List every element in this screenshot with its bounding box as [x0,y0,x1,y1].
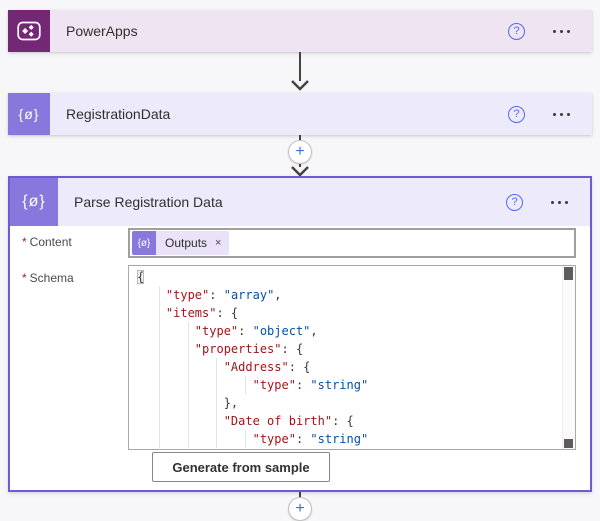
content-field-label: *Content [22,235,72,249]
insert-step-button[interactable]: + [288,497,312,521]
insert-step-button[interactable]: + [288,140,312,164]
braces-glyph: {ø} [18,106,40,122]
arrow-down-icon [291,80,309,91]
card-controls: ? [508,22,592,40]
powerapps-icon [8,10,50,52]
help-icon[interactable]: ? [508,105,525,123]
schema-editor[interactable]: { "type": "array", "items": { "type": "o… [128,265,576,450]
data-operation-icon: {ø} [10,178,58,226]
help-icon[interactable]: ? [508,22,525,40]
card-header[interactable]: {ø} Parse Registration Data ? [10,178,590,226]
content-label-text: Content [29,235,72,249]
help-icon[interactable]: ? [506,193,523,211]
card-controls: ? [508,105,592,123]
scrollbar-corner [564,439,573,448]
card-title: RegistrationData [66,106,171,122]
token-remove-icon[interactable]: × [215,237,222,249]
ellipsis-menu-icon[interactable] [551,109,572,120]
schema-label-text: Schema [29,271,74,285]
connector-line [299,492,301,498]
ellipsis-menu-icon[interactable] [551,26,572,37]
trigger-card-powerapps[interactable]: PowerApps ? [8,10,592,52]
scrollbar-thumb[interactable] [564,267,573,280]
token-label: Outputs [165,236,208,250]
arrow-down-icon [291,166,309,177]
ellipsis-menu-icon[interactable] [549,197,570,208]
outputs-token[interactable]: {ø} Outputs × [132,231,230,255]
card-title: Parse Registration Data [74,194,223,210]
connector-line [299,52,301,81]
card-title: PowerApps [66,23,138,39]
generate-from-sample-button[interactable]: Generate from sample [152,452,330,482]
data-operation-icon: {ø} [8,93,50,135]
required-asterisk: * [22,235,27,249]
content-input[interactable]: {ø} Outputs × [128,228,576,258]
action-card-registrationdata[interactable]: {ø} RegistrationData ? [8,93,592,135]
data-operation-token-icon: {ø} [132,231,156,255]
connector-line [299,164,301,167]
action-card-parse-registration-data: {ø} Parse Registration Data ? *Content {… [8,176,592,492]
card-controls: ? [506,193,590,211]
schema-field-label: *Schema [22,271,74,285]
braces-glyph: {ø} [22,193,46,210]
scrollbar[interactable] [562,266,575,449]
required-asterisk: * [22,271,27,285]
connector-line [299,135,301,141]
schema-code[interactable]: { "type": "array", "items": { "type": "o… [137,270,369,448]
